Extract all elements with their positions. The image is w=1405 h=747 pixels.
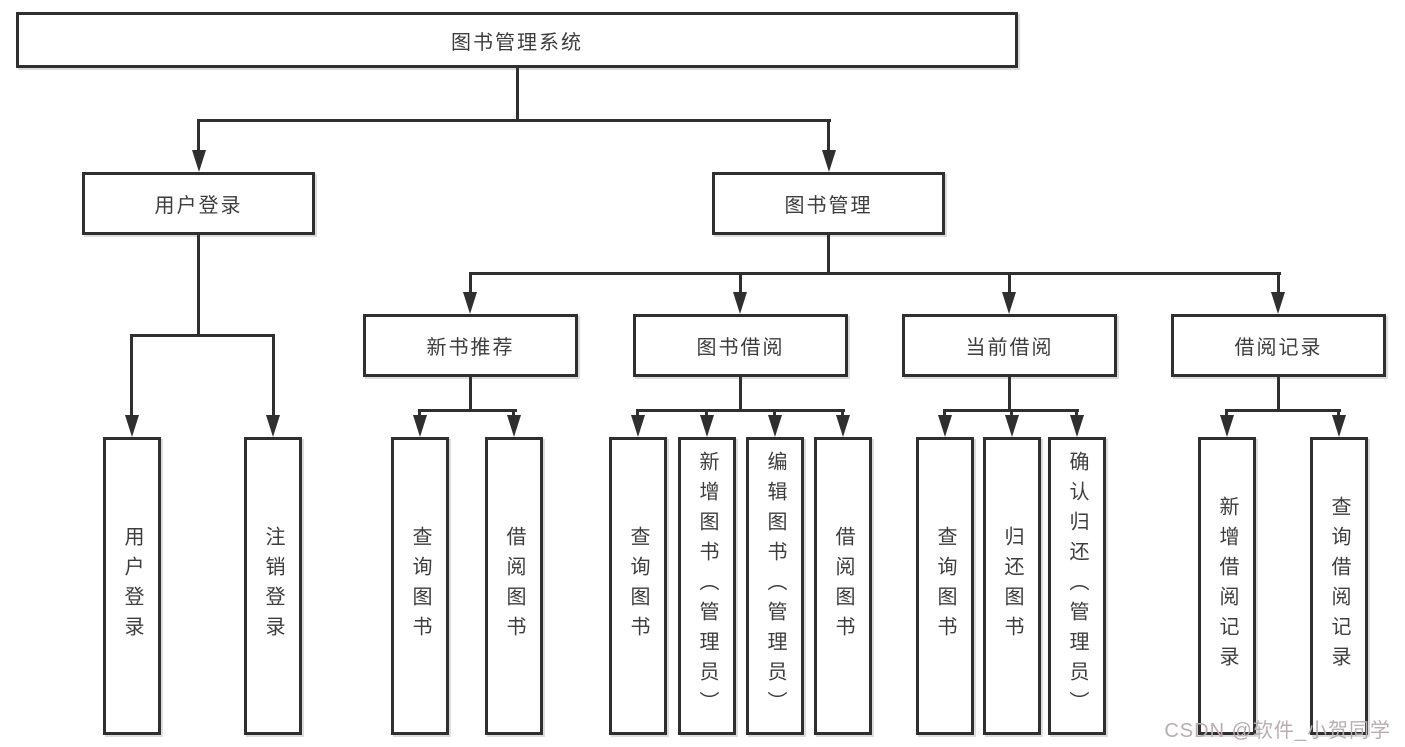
node-label: 图书管理 xyxy=(784,195,873,217)
arrowhead xyxy=(631,415,645,437)
connector-drop xyxy=(1008,272,1011,296)
connector-drop xyxy=(418,409,421,420)
arrowhead xyxy=(1002,292,1016,314)
arrowhead xyxy=(836,415,850,437)
connector-drop xyxy=(130,334,133,419)
leaf-user-login: 用户登录 xyxy=(103,437,161,735)
leaf-logout: 注销登录 xyxy=(244,437,302,735)
connector-drop xyxy=(773,409,776,420)
arrowhead xyxy=(1271,292,1285,314)
node-borrowing-records: 借阅记录 xyxy=(1171,314,1386,377)
connector-stem xyxy=(197,233,200,337)
leaf-return-book: 归还图书 xyxy=(983,437,1041,735)
node-label: 用户登录 xyxy=(121,526,143,646)
node-book-management: 图书管理 xyxy=(712,172,945,235)
leaf-confirm-return-admin: 确认归还（管理员） xyxy=(1048,437,1106,735)
connector-level2-rail xyxy=(197,119,831,122)
connector-rail xyxy=(130,334,275,337)
node-user-login: 用户登录 xyxy=(82,172,315,235)
arrowhead xyxy=(938,415,952,437)
node-label: 确认归还（管理员） xyxy=(1066,451,1088,721)
node-label: 查询借阅记录 xyxy=(1328,496,1350,676)
connector-drop xyxy=(1010,409,1013,420)
arrowhead xyxy=(733,292,747,314)
arrowhead xyxy=(1220,415,1234,437)
node-label: 图书借阅 xyxy=(696,337,785,359)
node-current-borrowing: 当前借阅 xyxy=(902,314,1117,377)
connector-drop xyxy=(512,409,515,420)
leaf-query-borrow-record: 查询借阅记录 xyxy=(1310,437,1368,735)
node-label: 查询图书 xyxy=(627,526,649,646)
connector-drop xyxy=(469,272,472,296)
node-label: 新增借阅记录 xyxy=(1216,496,1238,676)
connector-rail xyxy=(1225,409,1341,412)
arrowhead xyxy=(822,150,836,172)
node-label: 借阅图书 xyxy=(832,526,854,646)
arrowhead xyxy=(463,292,477,314)
arrowhead xyxy=(1070,415,1084,437)
leaf-add-borrow-record: 新增借阅记录 xyxy=(1198,437,1256,735)
connector-drop xyxy=(943,409,946,420)
leaf-query-books: 查询图书 xyxy=(391,437,449,735)
connector-drop xyxy=(705,409,708,420)
connector-drop xyxy=(841,409,844,420)
connector-drop xyxy=(197,119,200,157)
leaf-query-books: 查询图书 xyxy=(916,437,974,735)
watermark: CSDN @软件_小贺同学 xyxy=(1164,720,1391,742)
node-label: 编辑图书（管理员） xyxy=(764,451,786,721)
connector-drop xyxy=(636,409,639,420)
connector-stem xyxy=(739,375,742,412)
connector-drop xyxy=(1337,409,1340,420)
node-label: 当前借阅 xyxy=(965,337,1054,359)
node-label: 归还图书 xyxy=(1001,526,1023,646)
connector-stem xyxy=(827,233,830,275)
node-label: 图书管理系统 xyxy=(451,31,583,54)
connector-stem xyxy=(1277,375,1280,412)
node-label: 查询图书 xyxy=(934,526,956,646)
arrowhead xyxy=(700,415,714,437)
arrowhead xyxy=(1332,415,1346,437)
leaf-borrow-books: 借阅图书 xyxy=(485,437,543,735)
connector-drop xyxy=(1075,409,1078,420)
node-library-management-system: 图书管理系统 xyxy=(16,12,1018,68)
node-label: 借阅记录 xyxy=(1234,337,1323,359)
node-label: 新增图书（管理员） xyxy=(696,451,718,721)
connector-root-stem xyxy=(516,66,519,122)
arrowhead xyxy=(1005,415,1019,437)
connector-level3-rail xyxy=(469,272,1281,275)
connector-stem xyxy=(1008,375,1011,412)
connector-rail xyxy=(418,409,517,412)
leaf-edit-book-admin: 编辑图书（管理员） xyxy=(746,437,804,735)
node-book-borrowing: 图书借阅 xyxy=(633,314,848,377)
node-label: 查询图书 xyxy=(409,526,431,646)
arrowhead xyxy=(266,415,280,437)
connector-drop xyxy=(1277,272,1280,296)
node-label: 用户登录 xyxy=(154,195,243,217)
connector-drop xyxy=(1225,409,1228,420)
arrowhead xyxy=(413,415,427,437)
leaf-query-books: 查询图书 xyxy=(609,437,667,735)
leaf-borrow-books: 借阅图书 xyxy=(814,437,872,735)
connector-drop xyxy=(739,272,742,296)
arrowhead xyxy=(192,150,206,172)
node-label: 注销登录 xyxy=(262,526,284,646)
arrowhead xyxy=(125,415,139,437)
node-label: 新书推荐 xyxy=(426,337,515,359)
arrowhead xyxy=(768,415,782,437)
connector-rail xyxy=(636,409,845,412)
connector-drop xyxy=(272,334,275,419)
connector-stem xyxy=(469,375,472,412)
leaf-add-book-admin: 新增图书（管理员） xyxy=(678,437,736,735)
connector-drop xyxy=(827,119,830,157)
node-label: 借阅图书 xyxy=(503,526,525,646)
node-new-book-recommendation: 新书推荐 xyxy=(363,314,578,377)
arrowhead xyxy=(507,415,521,437)
